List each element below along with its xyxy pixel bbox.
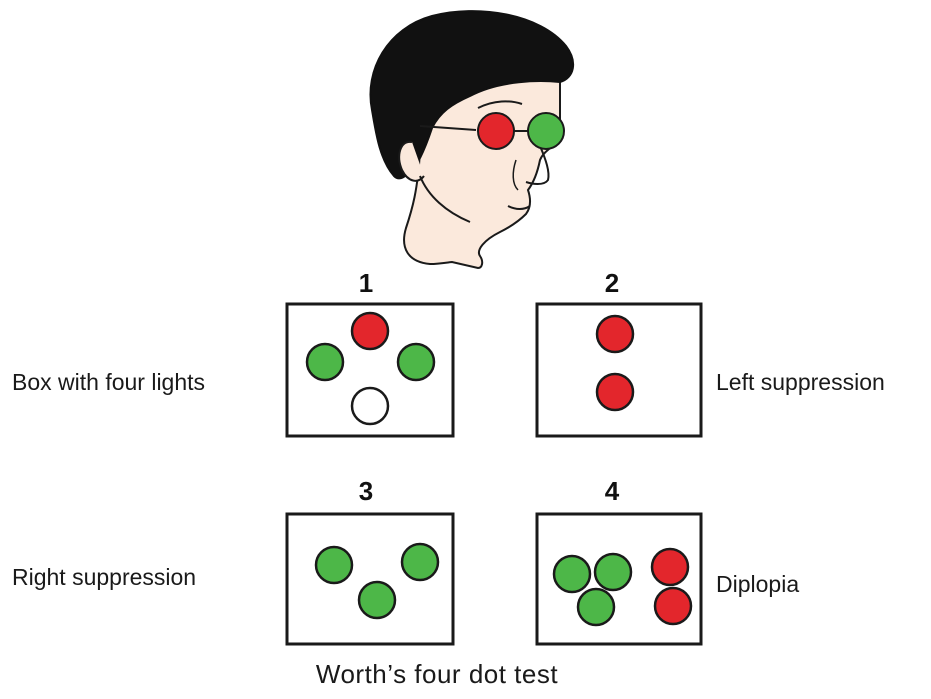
ear bbox=[398, 140, 425, 182]
panel-3: 3 Right suppression bbox=[12, 476, 455, 646]
green-lens bbox=[527, 112, 565, 150]
red-dot bbox=[650, 547, 690, 587]
green-dot bbox=[396, 342, 436, 382]
red-dot bbox=[350, 311, 390, 351]
panel-1-dots bbox=[305, 311, 436, 426]
red-dot bbox=[595, 314, 635, 354]
green-dot bbox=[305, 342, 345, 382]
panel-number-3: 3 bbox=[359, 476, 373, 506]
red-lens bbox=[477, 112, 515, 150]
panel-label-4: Diplopia bbox=[716, 571, 799, 597]
panel-2-dots bbox=[595, 314, 635, 412]
cheek-line bbox=[512, 159, 519, 191]
mouth bbox=[507, 205, 531, 210]
panel-1: 1 Box with four lights bbox=[12, 268, 455, 438]
red-dot bbox=[653, 586, 693, 626]
jaw-line bbox=[419, 175, 471, 223]
nose bbox=[525, 145, 550, 185]
green-dot bbox=[552, 554, 592, 594]
panel-2: 2 Left suppression bbox=[535, 268, 885, 438]
panel-number-2: 2 bbox=[605, 268, 619, 298]
hair bbox=[369, 10, 575, 180]
viewer-head-illustration bbox=[369, 10, 575, 270]
red-dot bbox=[595, 372, 635, 412]
panel-label-1: Box with four lights bbox=[12, 369, 205, 395]
panel-4-dots bbox=[552, 547, 693, 627]
panel-label-2: Left suppression bbox=[716, 369, 885, 395]
panel-4: 4 Diplopia bbox=[535, 476, 799, 646]
panel-3-dots bbox=[314, 542, 440, 620]
panel-number-4: 4 bbox=[605, 476, 620, 506]
panel-label-3: Right suppression bbox=[12, 564, 196, 590]
figure-caption: Worth’s four dot test bbox=[316, 659, 558, 689]
eyebrow bbox=[477, 100, 523, 109]
glasses-temple bbox=[419, 125, 477, 131]
green-dot bbox=[357, 580, 397, 620]
green-dot bbox=[314, 545, 354, 585]
green-dot bbox=[400, 542, 440, 582]
white-dot bbox=[350, 386, 390, 426]
panel-number-1: 1 bbox=[359, 268, 373, 298]
green-dot bbox=[593, 552, 633, 592]
green-dot bbox=[576, 587, 616, 627]
